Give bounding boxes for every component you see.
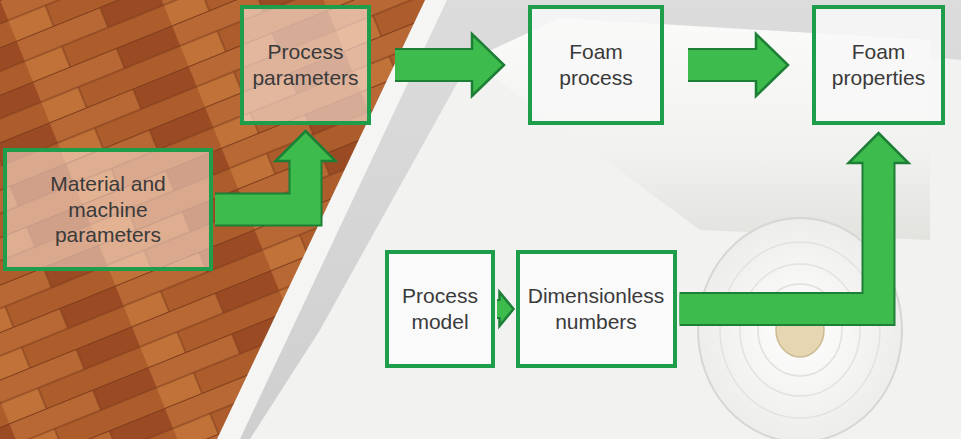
block-arrow — [497, 292, 514, 326]
box-label: Material and machine parameters — [15, 171, 201, 248]
box-label: Foam properties — [824, 39, 933, 90]
process-box: Material and machine parameters — [3, 148, 213, 271]
process-box: Foam properties — [812, 5, 945, 125]
box-label: Process parameters — [252, 39, 359, 90]
block-arrow — [395, 34, 504, 96]
process-box: Process model — [385, 250, 495, 368]
box-label: Foam process — [540, 39, 652, 90]
box-label: Process model — [397, 283, 483, 334]
box-label: Dimensionless numbers — [528, 283, 665, 334]
block-arrow — [688, 34, 788, 96]
process-box: Foam process — [528, 5, 664, 125]
process-box: Dimensionless numbers — [516, 250, 677, 368]
process-box: Process parameters — [240, 5, 371, 125]
block-arrow — [215, 131, 336, 210]
block-arrow — [680, 133, 909, 309]
